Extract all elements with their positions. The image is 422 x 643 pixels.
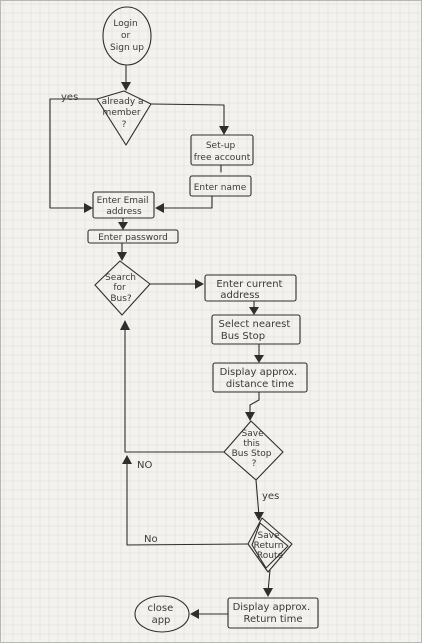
node-save-return-route-decision: Save Return Route [247,517,293,573]
decision-diamond [247,517,293,573]
node-display-approx-return-time: Display approx. Return time [227,597,319,629]
node-label: Enter Email address [97,196,152,217]
decision-diamond [223,420,284,481]
node-label: Display approx. Return time [233,602,314,625]
arrowhead [195,279,204,289]
flow-edges [49,65,271,615]
node-enter-email-address: Enter Email address [92,191,155,219]
node-enter-current-address: Enter current address [204,274,297,302]
process-box [87,229,179,244]
edge-name-to-email [159,195,213,209]
node-label: Set-up free account [194,141,251,163]
node-label: Save this Bus Stop ? [232,429,275,469]
process-box [212,362,308,393]
process-box [190,134,254,166]
arrowhead [190,609,199,619]
node-already-a-member-decision: already a member ? [96,90,152,146]
edge-label-yes: yes [262,491,279,502]
arrowhead [254,512,264,521]
arrowhead [84,203,93,213]
arrowhead [245,412,255,421]
node-label: Select nearest Bus Stop [218,319,293,342]
decision-diamond [94,260,151,316]
arrowhead [249,307,259,315]
terminal-ellipse [134,595,190,633]
arrowhead [118,222,128,230]
edge-member-no-to-setup [150,103,225,131]
node-enter-password: Enter password [87,229,179,244]
process-box [227,597,319,629]
node-label: Login or Sign up [110,19,144,53]
arrowhead [120,320,130,330]
edge-save-route-no-to-save-stop-loop [126,459,249,546]
node-label: Display approx. distance time [220,367,301,390]
edge-label-yes: yes [61,92,78,103]
arrowhead [254,355,264,363]
node-label: Enter name [194,183,247,193]
edge-save-stop-yes-to-save-route [255,479,260,517]
node-search-for-bus-decision: Search for Bus? [94,260,151,316]
node-save-this-bus-stop-decision: Save this Bus Stop ? [223,420,284,481]
arrowhead [155,203,164,213]
arrowhead [122,455,132,464]
edge-member-yes-to-email [49,98,98,209]
node-label: Search for Bus? [105,273,139,304]
node-select-nearest-bus-stop: Select nearest Bus Stop [211,314,301,345]
decision-diamond [96,90,152,146]
node-label: already a member ? [102,97,147,130]
node-label: close app [148,603,177,626]
arrowhead [121,82,131,91]
process-box [211,314,301,345]
terminal-ellipse [102,6,152,66]
arrowhead [219,126,229,135]
edge-label-no: No [144,534,158,545]
process-box [204,274,297,302]
arrowhead [263,588,273,597]
decision-diamond-outline [251,522,289,569]
process-box [189,175,252,197]
node-set-up-free-account: Set-up free account [190,134,254,166]
edge-save-stop-no-to-search [124,325,225,453]
arrowheads [84,82,273,619]
node-close-app: close app [134,595,190,633]
node-display-approx-distance-time: Display approx. distance time [212,362,308,393]
node-login-or-sign-up: Login or Sign up [102,6,152,66]
process-box [92,191,155,219]
edge-label-no: NO [137,460,152,471]
edge-distance-to-save-stop [249,391,260,417]
node-enter-name: Enter name [189,175,252,197]
node-label: Enter password [98,233,168,243]
node-label: Enter current address [216,279,285,301]
arrowhead [117,252,127,261]
node-label: Save Return Route [254,531,287,561]
